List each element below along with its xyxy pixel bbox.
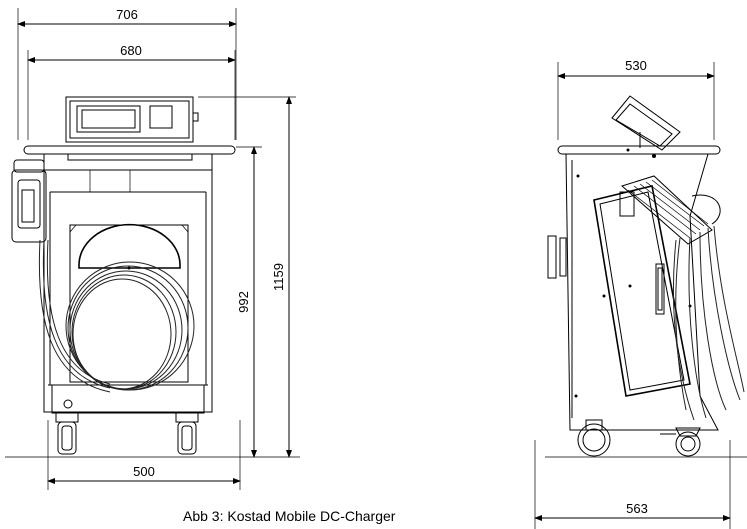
dimension-530: 530 xyxy=(557,58,715,79)
front-view: 706 680 xyxy=(5,7,300,490)
front-top-plate xyxy=(23,145,236,170)
front-connector-holder xyxy=(11,159,47,243)
front-cable-coil xyxy=(38,239,195,393)
dimension-563: 563 xyxy=(534,501,731,521)
dimension-500: 500 xyxy=(47,464,241,484)
dimension-992: 992 xyxy=(236,146,262,458)
dimension-500-label: 500 xyxy=(133,464,155,479)
dimension-1159: 1159 xyxy=(198,96,296,458)
dimension-706: 706 xyxy=(17,7,237,27)
side-display xyxy=(611,95,681,151)
figure-caption: Abb 3: Kostad Mobile DC-Charger xyxy=(183,508,396,524)
side-front-panel xyxy=(593,185,691,397)
side-view: 530 xyxy=(534,58,747,529)
front-wheels xyxy=(55,411,199,455)
side-connector xyxy=(619,175,721,245)
front-cabinet xyxy=(43,169,213,414)
side-wheels xyxy=(577,419,701,457)
dimension-706-label: 706 xyxy=(116,7,138,22)
dimension-530-label: 530 xyxy=(625,58,647,73)
dimension-1159-label: 1159 xyxy=(271,263,286,291)
cable-hanger xyxy=(78,223,181,270)
display-unit xyxy=(65,96,199,143)
dimension-563-label: 563 xyxy=(626,501,648,516)
side-cable-coil xyxy=(672,225,745,421)
side-top-plate xyxy=(557,145,721,158)
dimension-680: 680 xyxy=(27,43,236,63)
dimension-992-label: 992 xyxy=(236,291,251,313)
dimension-680-label: 680 xyxy=(120,43,142,58)
